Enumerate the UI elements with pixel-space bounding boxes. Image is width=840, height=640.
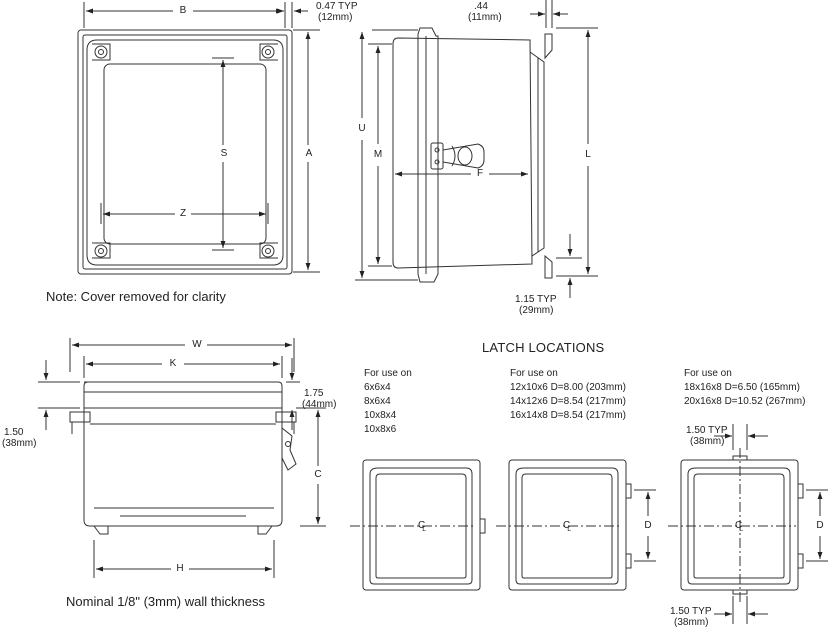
wall-thickness-note: Nominal 1/8" (3mm) wall thickness [66,594,265,609]
dim-label-047-mm: (12mm) [318,12,353,23]
dim-label-115-mm: (29mm) [519,305,554,316]
latch-group-heading: For use on [510,368,558,379]
centerline-l: L [567,526,572,533]
latch-group-heading: For use on [684,368,732,379]
latch-locations-title: LATCH LOCATIONS [482,340,605,355]
centerline-mark-3: CL [735,520,746,534]
latch-group-line: 10x8x6 [364,424,397,435]
dim-label-m: M [373,149,383,160]
latch-group-line: 14x12x6 D=8.54 (217mm) [510,396,626,407]
dim-label-b: B [179,5,187,16]
dim-label-150-typ-top-mm: (38mm) [690,436,725,447]
cover-note: Note: Cover removed for clarity [46,289,226,304]
latch-group-line: 6x6x4 [364,382,391,393]
latch-group-line: 8x6x4 [364,396,391,407]
dim-label-150-typ-top: 1.50 TYP [686,425,728,436]
dim-label-115: 1.15 TYP [515,294,557,305]
dim-label-u: U [358,123,366,134]
dim-label-150-typ-bottom: 1.50 TYP [670,606,712,617]
dim-label-047: 0.47 TYP [316,1,358,12]
dim-label-044-mm: (11mm) [468,12,502,23]
side-view [392,27,553,283]
end-view-dimensions [38,338,326,578]
dim-label-l: L [585,149,591,160]
latch-box-1 [350,459,486,591]
dim-label-175-mm: (44mm) [302,399,337,410]
dim-label-w: W [192,339,202,350]
centerline-mark-1: CL [418,520,429,534]
latch-box-2 [496,459,656,591]
dim-label-a: A [305,148,313,159]
latch-group-line: 16x14x8 D=8.54 (217mm) [510,410,626,421]
front-view [77,29,293,275]
dim-label-150-typ-bottom-mm: (38mm) [674,617,709,628]
side-view-dimensions [355,0,598,298]
latch-box-3 [668,424,828,624]
dim-label-044: .44 [474,1,488,12]
dim-label-150-mm: (38mm) [2,438,37,449]
dim-label-k: K [169,358,177,369]
dim-label-c: C [314,469,322,480]
centerline-mark-2: CL [563,520,574,534]
dim-label-s: S [220,148,228,159]
centerline-l: L [422,526,427,533]
centerline-l: L [739,526,744,533]
latch-group-line: 10x8x4 [364,410,397,421]
latch-group-line: 18x16x8 D=6.50 (165mm) [684,382,800,393]
end-view [69,381,297,535]
centerline-c: C [418,520,426,531]
centerline-c: C [735,520,743,531]
dim-label-150: 1.50 [4,427,24,438]
latch-group-line: 20x16x8 D=10.52 (267mm) [684,396,806,407]
latch-group-heading: For use on [364,368,412,379]
latch-group-line: 12x10x6 D=8.00 (203mm) [510,382,626,393]
dim-label-d-box2: D [644,520,652,531]
dim-label-d-box3: D [816,520,824,531]
centerline-c: C [563,520,571,531]
dim-label-f: F [476,168,484,179]
dim-label-175: 1.75 [304,388,324,399]
dim-label-z: Z [179,208,187,219]
front-view-dimensions [83,2,320,273]
dim-label-h: H [176,563,184,574]
